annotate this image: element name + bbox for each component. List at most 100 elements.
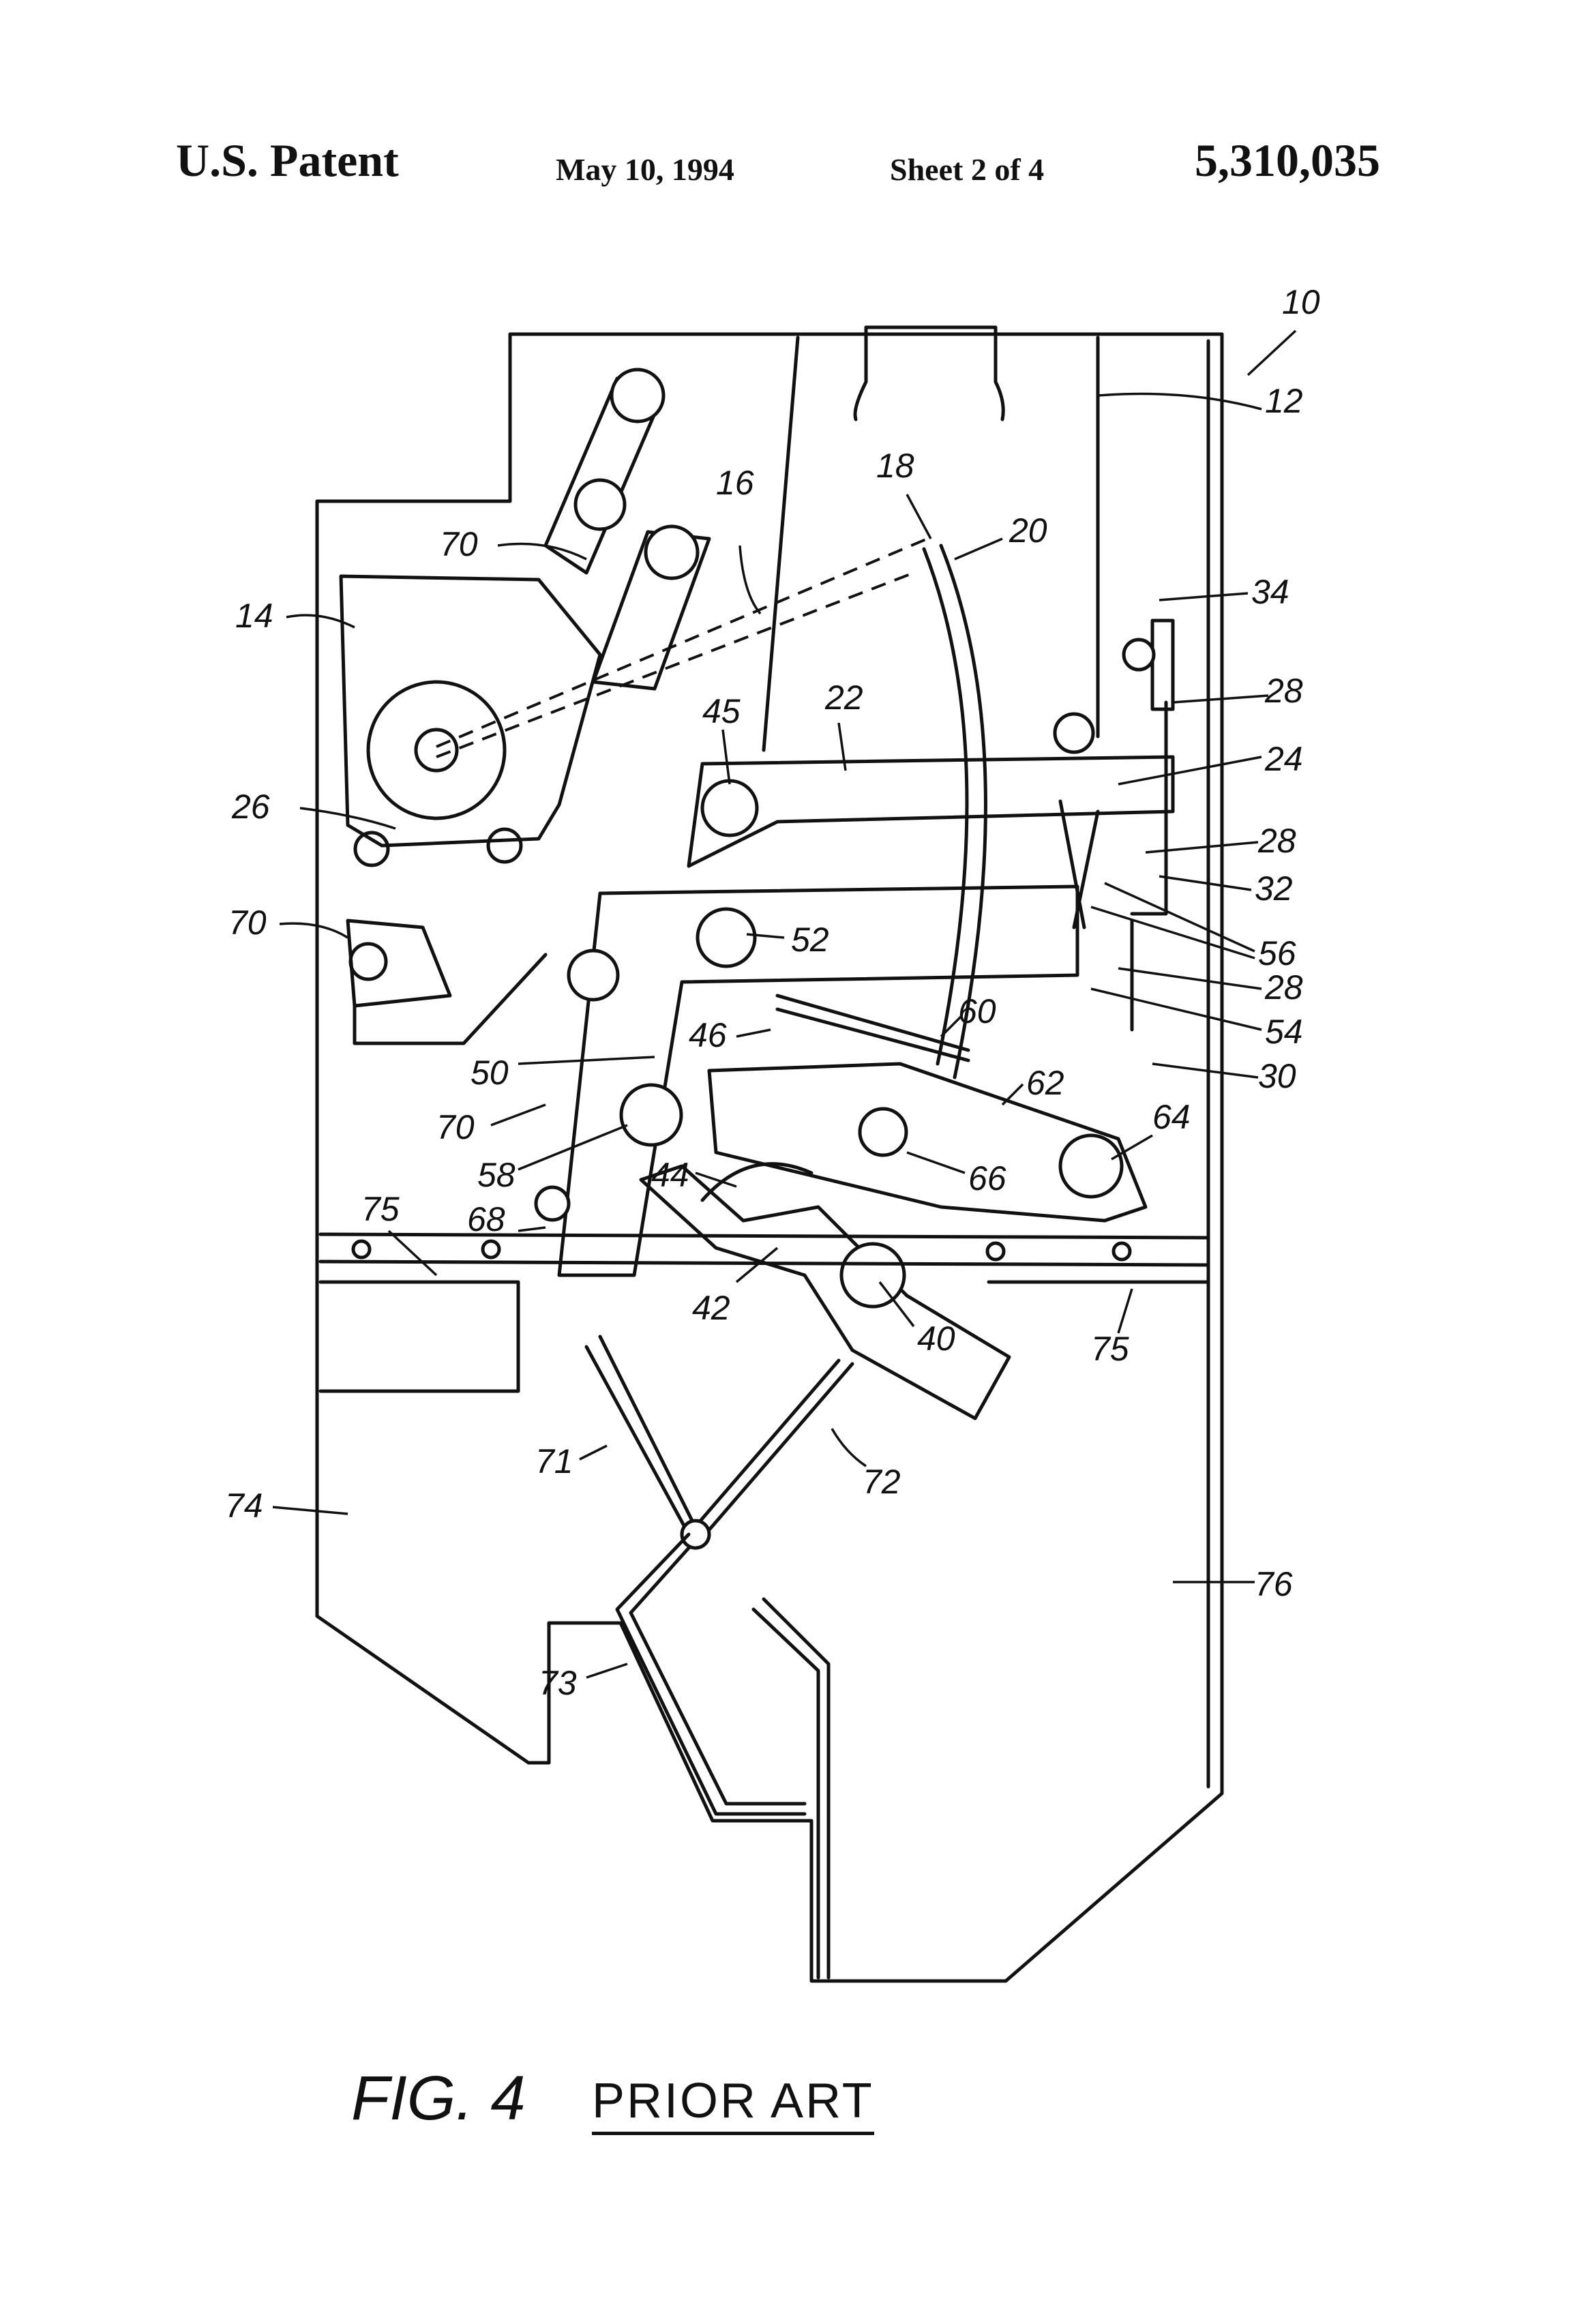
leader-75a — [389, 1231, 436, 1275]
leader-70b — [280, 923, 348, 938]
leader-50 — [518, 1057, 655, 1064]
ref-73: 73 — [539, 1664, 577, 1702]
rail-screw-3 — [987, 1243, 1004, 1260]
ref-75a: 75 — [361, 1190, 400, 1228]
ref-28c: 28 — [1264, 968, 1303, 1007]
ref-76: 76 — [1255, 1565, 1293, 1603]
leader-56 — [1091, 883, 1255, 958]
ref-70a: 70 — [440, 525, 478, 563]
ref-30: 30 — [1258, 1057, 1296, 1095]
ref-54: 54 — [1265, 1013, 1303, 1051]
leader-74 — [273, 1507, 348, 1514]
leader-34 — [1159, 593, 1248, 600]
gate-71 — [586, 1337, 696, 1534]
leader-10 — [1248, 331, 1296, 375]
rail-screw-4 — [1114, 1243, 1130, 1260]
ref-75b: 75 — [1091, 1330, 1129, 1368]
leader-45 — [723, 730, 730, 784]
figure-label: FIG. 4 — [351, 2063, 526, 2134]
divider-76 — [753, 1599, 829, 1978]
ref-56: 56 — [1258, 934, 1296, 972]
ref-60: 60 — [958, 992, 996, 1030]
ref-20: 20 — [1009, 511, 1047, 550]
ref-26: 26 — [231, 788, 270, 826]
leader-20 — [955, 539, 1002, 559]
ref-44: 44 — [651, 1156, 689, 1194]
ref-28b: 28 — [1257, 822, 1296, 860]
pivot-upper-1 — [612, 370, 663, 421]
ref-64: 64 — [1152, 1098, 1191, 1136]
ref-14: 14 — [235, 597, 273, 635]
roller-58 — [621, 1085, 681, 1145]
leader-28c — [1118, 968, 1262, 989]
chute-top — [855, 327, 1003, 419]
leader-30 — [1152, 1064, 1258, 1077]
shelf-74 — [320, 1282, 518, 1391]
leader-68 — [518, 1227, 546, 1231]
dashed-line-16b — [436, 573, 914, 757]
ref-71: 71 — [535, 1442, 573, 1480]
leader-24 — [1118, 757, 1262, 784]
ref-16: 16 — [716, 464, 754, 502]
wheel-hub — [416, 730, 457, 771]
ref-10: 10 — [1282, 283, 1320, 321]
pivot-52 — [698, 909, 755, 966]
ref-70b: 70 — [228, 904, 267, 942]
ref-34: 34 — [1251, 573, 1289, 611]
leader-14 — [286, 615, 355, 627]
ref-62: 62 — [1026, 1064, 1064, 1102]
leader-28b — [1146, 842, 1258, 852]
pivot-link-2 — [646, 526, 698, 578]
ref-52: 52 — [791, 921, 829, 959]
figure-note: PRIOR ART — [592, 2073, 874, 2135]
roller-68 — [536, 1187, 569, 1220]
leader-66 — [907, 1152, 965, 1173]
ref-72: 72 — [863, 1463, 901, 1501]
leader-32 — [1159, 876, 1251, 890]
leader-18 — [907, 494, 931, 539]
ref-46: 46 — [689, 1016, 727, 1054]
pivot-45 — [702, 781, 757, 835]
pivot-70-left — [350, 944, 386, 979]
ref-74: 74 — [225, 1487, 263, 1525]
rail-screw-1 — [353, 1241, 370, 1257]
leader-72 — [832, 1429, 866, 1466]
leader-12 — [1098, 394, 1262, 410]
leader-54 — [1091, 989, 1262, 1030]
ref-68: 68 — [467, 1200, 505, 1238]
leader-70a — [498, 544, 586, 560]
leader-16 — [740, 546, 760, 614]
pivot-64 — [1060, 1135, 1122, 1197]
chute-left-wall — [764, 338, 798, 750]
leader-75b — [1118, 1289, 1132, 1333]
gate-pivot — [682, 1521, 709, 1548]
ref-24: 24 — [1264, 740, 1303, 778]
ref-32: 32 — [1255, 869, 1293, 908]
gate-72 — [689, 1360, 852, 1538]
ref-58: 58 — [477, 1156, 516, 1194]
nut-40 — [841, 1244, 904, 1307]
pivot-50 — [569, 951, 618, 1000]
ref-28a: 28 — [1264, 672, 1303, 710]
wheel-large — [368, 682, 505, 818]
pivot-66 — [860, 1109, 906, 1155]
pivot-22-right — [1055, 714, 1093, 752]
ref-18: 18 — [876, 447, 914, 485]
guide-plate — [1132, 621, 1173, 1030]
ref-40: 40 — [917, 1320, 955, 1358]
lever-22 — [689, 757, 1173, 866]
bracket-70 — [348, 921, 546, 1043]
ref-42: 42 — [692, 1289, 730, 1327]
leader-71 — [580, 1446, 607, 1459]
pivot-upper-2 — [576, 480, 625, 529]
ref-50: 50 — [471, 1054, 509, 1092]
ref-70c: 70 — [436, 1108, 475, 1146]
leader-73 — [586, 1664, 627, 1678]
leader-70c — [491, 1105, 546, 1125]
ref-22: 22 — [824, 679, 863, 717]
coin-path-arc-inner — [924, 549, 967, 1064]
ref-12: 12 — [1265, 382, 1303, 420]
rail-screw-2 — [483, 1241, 499, 1257]
screw-34 — [1124, 640, 1154, 670]
